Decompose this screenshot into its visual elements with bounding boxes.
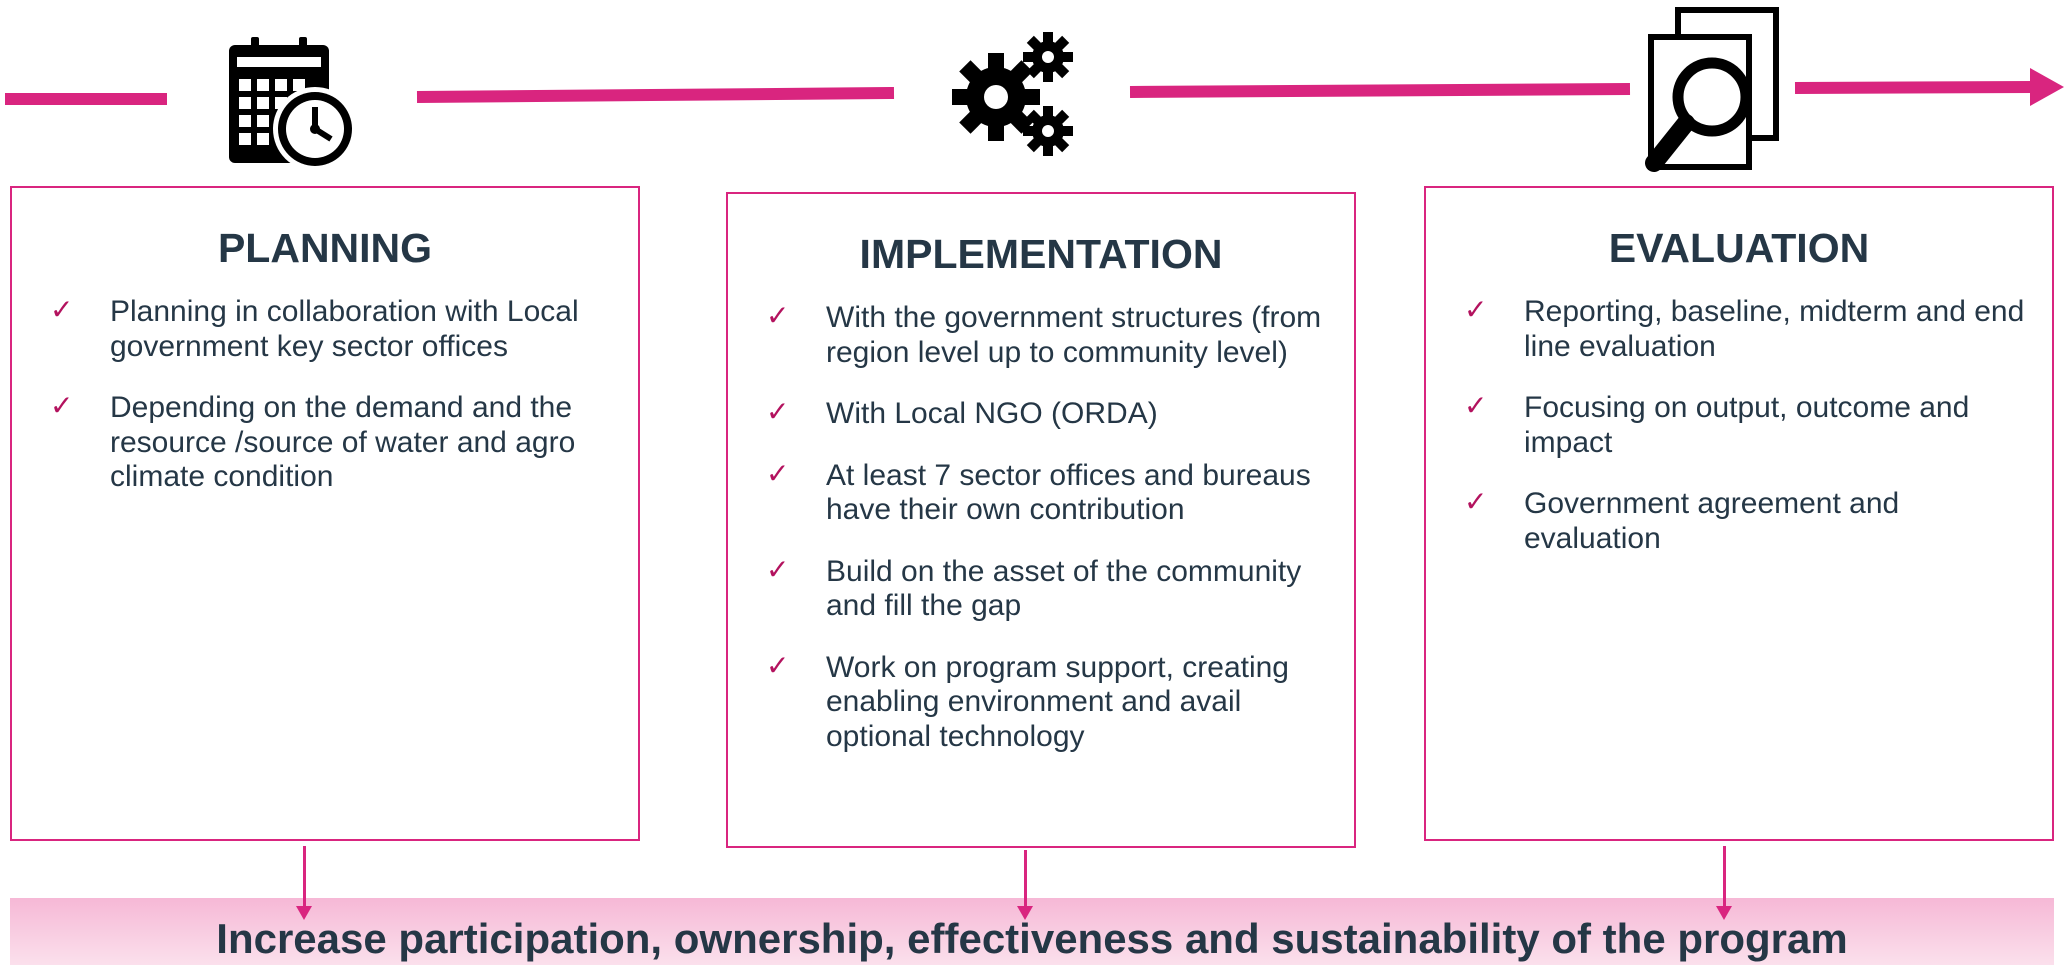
list-item-text: At least 7 sector offices and bureaus ha…: [826, 458, 1311, 527]
calendar-clock-icon: [225, 35, 360, 175]
implementation-title: IMPLEMENTATION: [859, 231, 1223, 277]
implementation-panel: IMPLEMENTATION ✓ With the government stru…: [726, 192, 1356, 848]
list-item: ✓ With Local NGO (ORDA): [728, 395, 1354, 432]
flow-segment-3: [1129, 83, 1631, 98]
checkmark-icon: ✓: [1464, 293, 1488, 326]
planning-panel: PLANNING ✓ Planning in collaboration with…: [10, 186, 640, 841]
list-item: ✓ At least 7 sector offices and bureaus h…: [728, 456, 1354, 528]
list-item: ✓ Focusing on output, outcome and impact: [1426, 389, 2052, 460]
flow-arrowhead: [2030, 68, 2064, 106]
evaluation-connector-arrow: [1716, 846, 1732, 920]
planning-list: ✓ Planning in collaboration with Local go…: [12, 293, 638, 495]
flow-segment-4: [1794, 81, 2039, 94]
checkmark-icon: ✓: [50, 293, 74, 326]
evaluation-title: EVALUATION: [1608, 225, 1870, 271]
checkmark-icon: ✓: [766, 456, 790, 490]
list-item: ✓ With the government structures (from re…: [728, 299, 1354, 370]
document-magnifier-icon: [1642, 5, 1782, 175]
list-item-text: Focusing on output, outcome and impact: [1524, 391, 1970, 459]
outcome-banner-text: Increase participation, ownership, effec…: [216, 914, 1848, 962]
list-item-text: Reporting, baseline, midterm and end lin…: [1524, 295, 2025, 363]
list-item-text: Planning in collaboration with Local gov…: [110, 295, 579, 363]
planning-title: PLANNING: [217, 225, 433, 271]
process-flow-arrow: [5, 68, 2064, 106]
list-item: ✓ Planning in collaboration with Local go…: [12, 293, 638, 364]
checkmark-icon: ✓: [766, 299, 790, 332]
list-item: ✓ Build on the asset of the community and…: [728, 552, 1354, 624]
planning-connector-arrow: [296, 846, 312, 920]
checkmark-icon: ✓: [766, 395, 790, 428]
implementation-list: ✓ With the government structures (from re…: [728, 299, 1354, 755]
list-item: ✓ Reporting, baseline, midterm and end li…: [1426, 293, 2052, 364]
list-item: ✓ Government agreement and evaluation: [1426, 485, 2052, 556]
flow-segment-2: [416, 87, 895, 103]
implementation-connector-arrow: [1017, 850, 1033, 920]
list-item-text: Depending on the demand and the resource…: [110, 391, 576, 493]
checkmark-icon: ✓: [1464, 485, 1488, 518]
evaluation-panel: EVALUATION ✓ Reporting, baseline, midterm…: [1424, 186, 2054, 841]
list-item-text: Build on the asset of the community and …: [826, 554, 1302, 623]
gears-icon: [950, 27, 1075, 162]
list-item: ✓ Work on program support, creating enabl…: [728, 648, 1354, 755]
evaluation-list: ✓ Reporting, baseline, midterm and end li…: [1426, 293, 2052, 556]
list-item-text: With the government structures (from reg…: [826, 301, 1322, 369]
checkmark-icon: ✓: [50, 389, 74, 422]
outcome-banner: Increase participation, ownership, effec…: [10, 898, 2054, 965]
list-item-text: Government agreement and evaluation: [1524, 487, 1900, 555]
checkmark-icon: ✓: [766, 552, 790, 586]
checkmark-icon: ✓: [1464, 389, 1488, 422]
list-item-text: Work on program support, creating enabli…: [826, 650, 1289, 753]
checkmark-icon: ✓: [766, 648, 790, 682]
list-item: ✓ Depending on the demand and the resourc…: [12, 389, 638, 495]
list-item-text: With Local NGO (ORDA): [826, 397, 1158, 430]
